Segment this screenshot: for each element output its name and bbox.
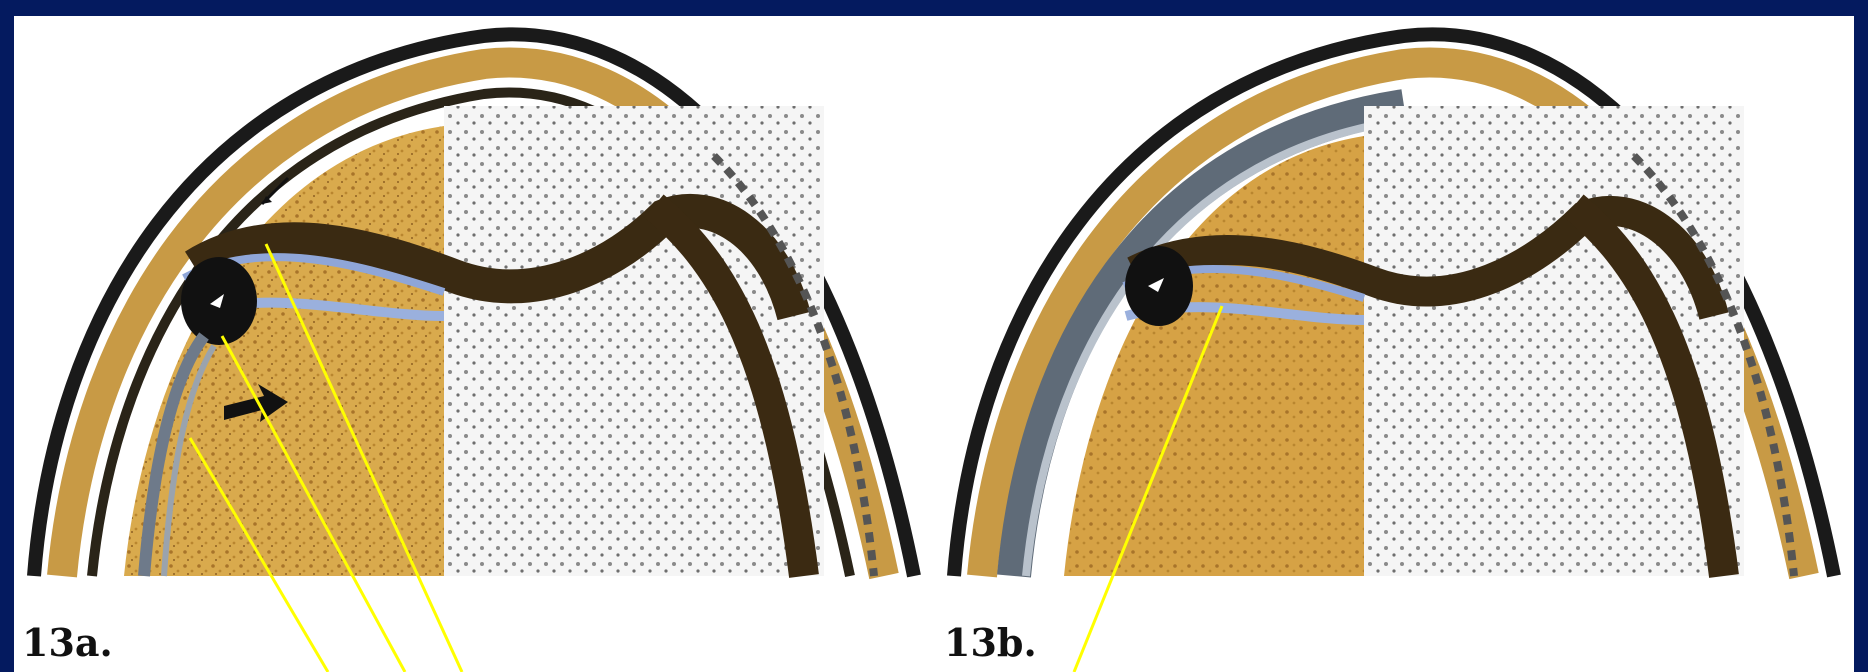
figure-13b-panel: 13b. bbox=[934, 16, 1854, 672]
figure-13a-illustration bbox=[14, 16, 934, 616]
figure-13a-label: 13a. bbox=[22, 620, 113, 665]
figure-13b-illustration bbox=[934, 16, 1854, 616]
figure-13b-label: 13b. bbox=[944, 620, 1037, 665]
figure-13a-panel: 13a. bbox=[14, 16, 934, 672]
